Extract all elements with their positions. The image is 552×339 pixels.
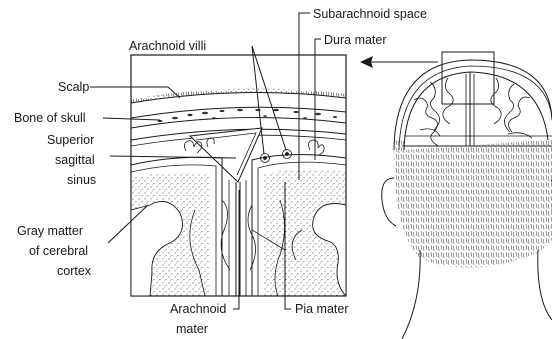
svg-text:Scalp: Scalp xyxy=(58,80,89,94)
svg-text:Subarachnoid space: Subarachnoid space xyxy=(313,7,427,21)
svg-text:Gray matter: Gray matter xyxy=(17,224,83,238)
head-illustration xyxy=(382,52,552,339)
svg-text:mater: mater xyxy=(176,322,208,336)
svg-text:Bone of skull: Bone of skull xyxy=(14,111,86,125)
svg-text:sagittal: sagittal xyxy=(55,153,95,167)
svg-text:Pia mater: Pia mater xyxy=(295,302,349,316)
zoom-arrow xyxy=(360,56,438,68)
svg-text:Arachnoid: Arachnoid xyxy=(170,302,226,316)
svg-text:cortex: cortex xyxy=(57,264,92,278)
svg-text:Arachnoid villi: Arachnoid villi xyxy=(129,39,206,53)
svg-text:Superior: Superior xyxy=(47,133,94,147)
svg-text:Dura mater: Dura mater xyxy=(324,33,387,47)
svg-text:sinus: sinus xyxy=(67,173,96,187)
label-gray-matter: Gray matter of cerebral cortex xyxy=(17,205,148,278)
svg-text:of cerebral: of cerebral xyxy=(29,244,88,258)
